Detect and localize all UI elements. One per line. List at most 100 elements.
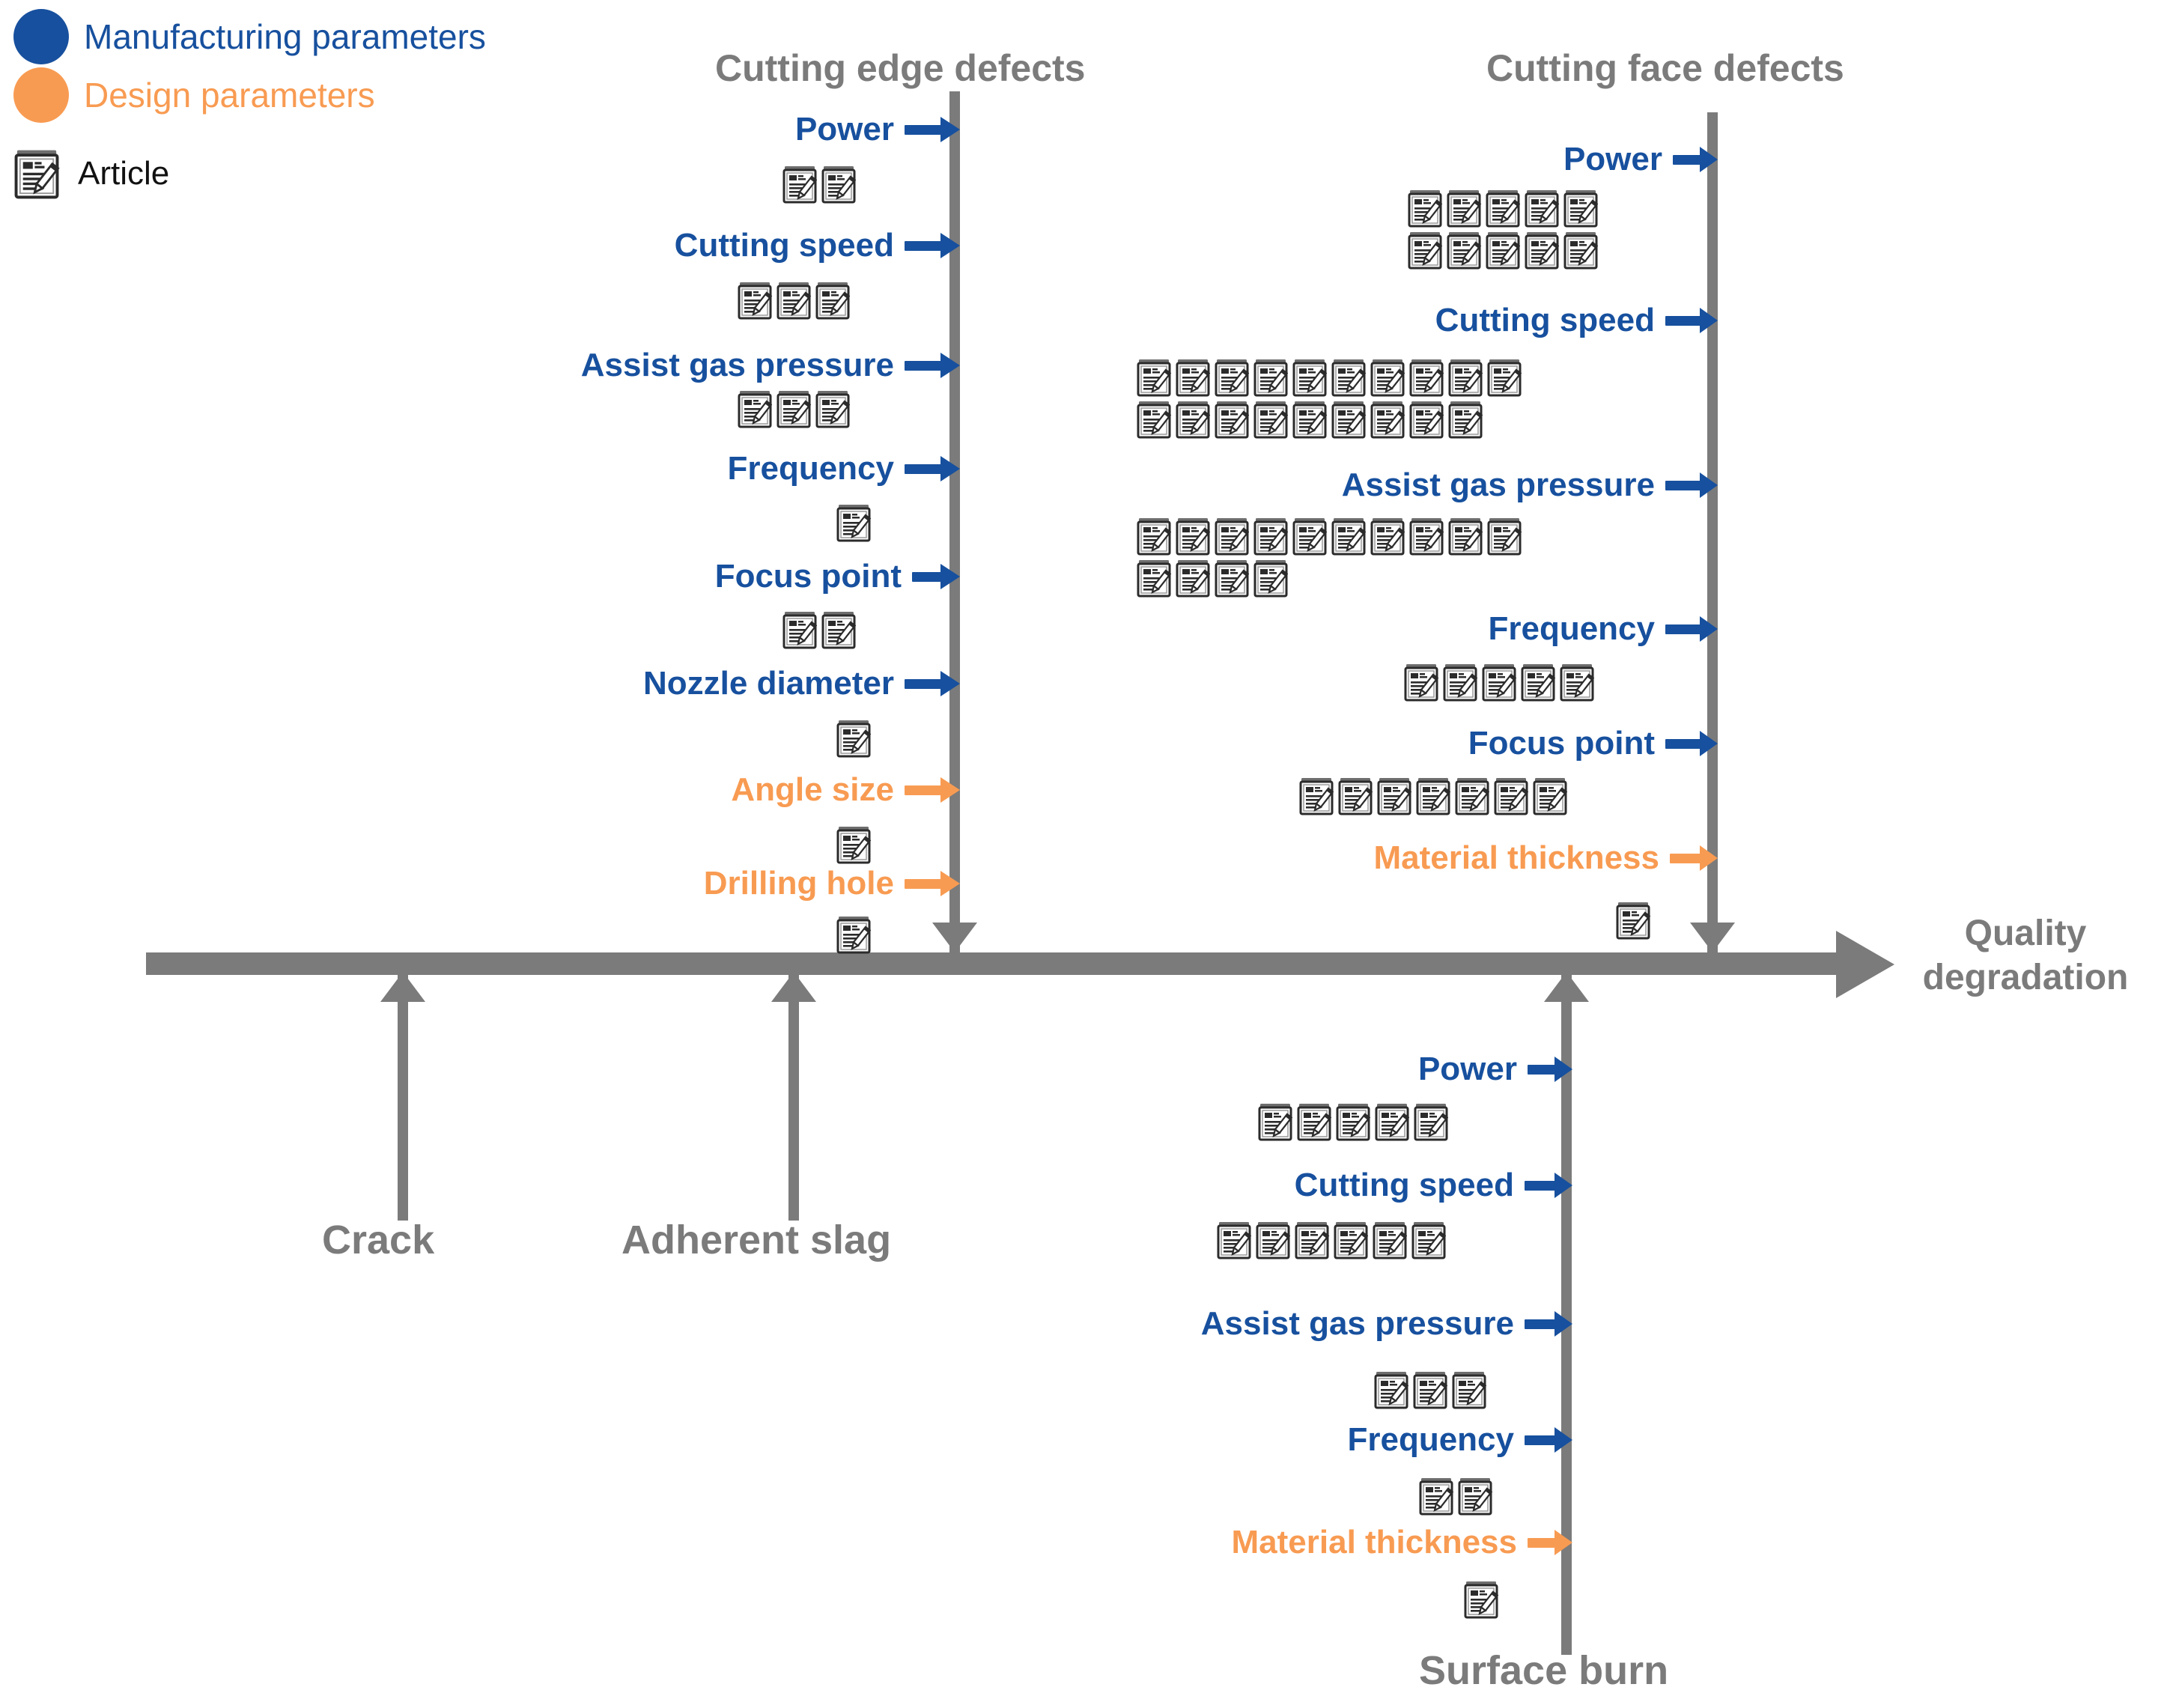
- articles-cutting-face-material-thickness: [1616, 901, 1713, 943]
- article-icon: [836, 719, 871, 758]
- article-icon: [1464, 1580, 1498, 1619]
- param-label: Focus point: [714, 558, 902, 595]
- param-label: Nozzle diameter: [643, 665, 894, 702]
- article-icon: [1443, 663, 1477, 702]
- article-icon: [1563, 189, 1598, 228]
- param-arrow-icon: [1665, 731, 1718, 756]
- effect-label: Quality degradation: [1902, 912, 2149, 1000]
- article-icon: [1419, 1477, 1453, 1516]
- article-icon: [13, 148, 60, 199]
- article-icon: [1448, 358, 1483, 397]
- spine-arrow-head-icon: [1836, 931, 1894, 998]
- article-icon: [1487, 358, 1522, 397]
- param-label: Frequency: [1488, 610, 1655, 647]
- legend-item-design: Design parameters: [13, 66, 486, 124]
- article-icon: [1336, 1102, 1370, 1141]
- category-label-adherent-slag: Adherent slag: [622, 1218, 892, 1262]
- param-arrow-icon: [905, 871, 960, 896]
- effect-label-line1: Quality: [1964, 914, 2087, 953]
- param-cutting-face-power: Power: [1228, 139, 1718, 180]
- param-cutting-edge-focus-point: Focus point: [449, 556, 960, 598]
- article-icon: [1408, 231, 1442, 270]
- article-icon: [1215, 559, 1249, 598]
- article-icon: [1176, 400, 1210, 439]
- article-icon: [1292, 400, 1327, 439]
- param-cutting-edge-drilling-hole: Drilling hole: [449, 863, 960, 905]
- article-icon: [1370, 400, 1405, 439]
- effect-label-line2: degradation: [1922, 957, 2129, 997]
- param-cutting-edge-power: Power: [449, 109, 960, 151]
- param-label: Power: [1417, 1051, 1517, 1087]
- param-surface-burn-assist-gas-pressure: Assist gas pressure: [1041, 1303, 1572, 1345]
- article-icon: [777, 389, 811, 428]
- param-label: Cutting speed: [1294, 1167, 1514, 1203]
- branch-title-cutting-face: Cutting face defects: [1486, 47, 1844, 89]
- article-icon: [1256, 1221, 1290, 1259]
- branch-bone-cutting-face: [1707, 112, 1718, 954]
- article-icon: [815, 389, 850, 428]
- article-icon: [1176, 358, 1210, 397]
- article-icon: [1411, 1221, 1446, 1259]
- design-color-dot: [13, 67, 69, 123]
- articles-cutting-face-frequency: [1404, 663, 1614, 705]
- param-arrow-icon: [1528, 1057, 1572, 1082]
- param-label: Cutting speed: [1435, 302, 1655, 338]
- article-icon: [1416, 776, 1450, 815]
- param-cutting-edge-nozzle-diameter: Nozzle diameter: [419, 663, 960, 705]
- articles-surface-burn-assist-gas-pressure: [1374, 1370, 1539, 1412]
- param-label: Assist gas pressure: [580, 347, 894, 383]
- article-icon: [1447, 189, 1481, 228]
- branch-arrow-cutting-face-icon: [1690, 923, 1735, 952]
- article-icon: [1414, 1102, 1448, 1141]
- articles-cutting-edge-power: [782, 165, 940, 207]
- article-icon: [1448, 517, 1483, 556]
- article-icon: [1217, 1221, 1251, 1259]
- article-icon: [1521, 663, 1555, 702]
- param-arrow-icon: [1665, 472, 1718, 498]
- article-icon: [1525, 231, 1559, 270]
- article-icon: [1215, 517, 1249, 556]
- manufacturing-color-dot: [13, 9, 69, 64]
- param-arrow-icon: [905, 456, 960, 481]
- param-arrow-icon: [1525, 1173, 1572, 1198]
- article-icon: [1525, 189, 1559, 228]
- param-cutting-face-frequency: Frequency: [1228, 608, 1718, 650]
- param-label: Frequency: [727, 450, 894, 487]
- param-arrow-icon: [1670, 845, 1718, 871]
- legend: Manufacturing parameters Design paramete…: [13, 7, 486, 204]
- article-icon: [1292, 517, 1327, 556]
- main-spine: [146, 952, 1850, 975]
- article-icon: [836, 825, 871, 864]
- article-icon: [1486, 231, 1520, 270]
- param-label: Focus point: [1468, 725, 1655, 762]
- articles-surface-burn-power: [1258, 1102, 1468, 1144]
- param-cutting-face-material-thickness: Material thickness: [1183, 837, 1718, 879]
- branch-bone-cutting-edge: [949, 91, 960, 954]
- article-icon: [1447, 231, 1481, 270]
- param-arrow-icon: [905, 117, 960, 142]
- articles-cutting-edge-assist-gas-pressure: [738, 389, 940, 431]
- article-icon: [1334, 1221, 1368, 1259]
- article-icon: [738, 281, 772, 320]
- param-arrow-icon: [905, 777, 960, 803]
- articles-cutting-face-assist-gas-pressure: [1137, 517, 1563, 601]
- branch-bone-crack: [398, 973, 408, 1221]
- param-label: Material thickness: [1231, 1524, 1518, 1560]
- article-icon: [1404, 663, 1438, 702]
- article-icon: [777, 281, 811, 320]
- legend-item-article: Article: [13, 144, 486, 204]
- articles-cutting-face-power: [1408, 189, 1617, 273]
- article-icon: [1338, 776, 1373, 815]
- article-icon: [1487, 517, 1522, 556]
- article-icon: [1455, 776, 1489, 815]
- article-icon: [1176, 559, 1210, 598]
- article-icon: [1253, 559, 1288, 598]
- article-icon: [1458, 1477, 1492, 1516]
- article-icon: [1533, 776, 1567, 815]
- param-arrow-icon: [1528, 1530, 1572, 1555]
- param-surface-burn-frequency: Frequency: [1086, 1419, 1572, 1461]
- param-cutting-edge-cutting-speed: Cutting speed: [449, 225, 960, 267]
- param-surface-burn-material-thickness: Material thickness: [1041, 1522, 1572, 1563]
- param-arrow-icon: [1525, 1427, 1572, 1453]
- param-label: Power: [1563, 141, 1662, 177]
